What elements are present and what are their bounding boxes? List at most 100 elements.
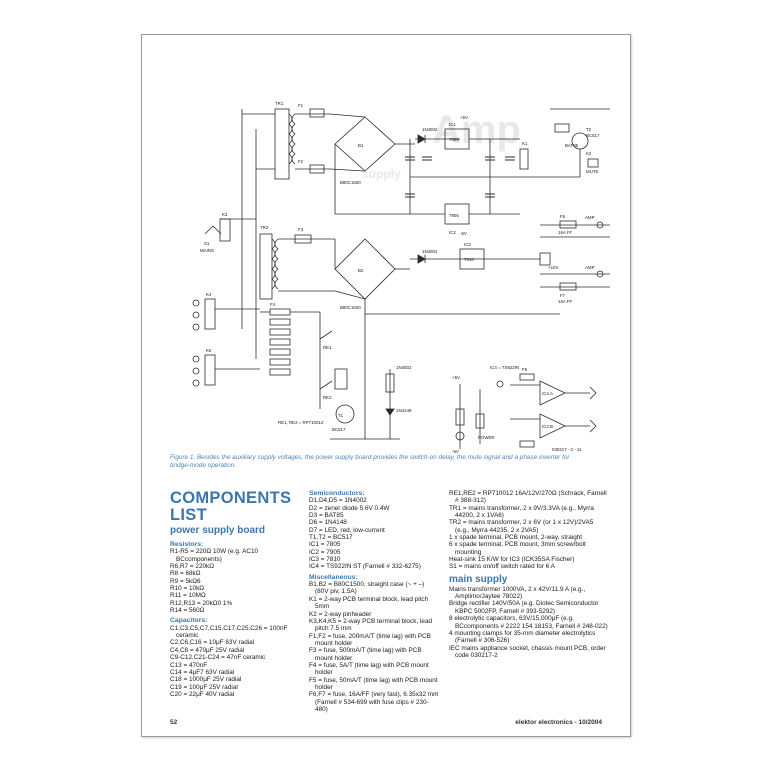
label-ic4a: IC4.A <box>542 391 553 396</box>
label-power: POWER <box>478 435 495 440</box>
section-heading-resistors: Resistors: <box>170 541 204 548</box>
label-ic3: IC3 <box>464 242 471 247</box>
section-heading-capacitors: Capacitors: <box>170 617 208 625</box>
label-b2: B2 <box>358 268 364 273</box>
svg-text:supply: supply <box>362 167 401 181</box>
list-item: TR1 = mains transformer, 2 x 9V/3.3VA (e… <box>449 504 594 520</box>
label-k3: K3 <box>222 212 228 217</box>
label-re1: RE1 <box>323 345 332 350</box>
list-item: F3 = fuse, 500mA/T (time lag) with PCB m… <box>309 647 422 662</box>
magazine-page: Amp supply <box>141 34 631 737</box>
label-re2: RE2 <box>323 395 332 400</box>
list-item: R11 = 10MΩ <box>170 592 206 600</box>
label-op-plus5: +5V <box>452 375 460 380</box>
list-item: K2 = 2-way pinheader <box>309 610 372 618</box>
list-item: 1 x spade terminal, PCB mount, 2-way, st… <box>449 534 583 542</box>
label-ic4-note: IC4 = TS922IN <box>490 365 519 370</box>
list-item: F4 = fuse, 5A/T (time lag) with PCB moun… <box>309 661 429 677</box>
figure-caption: Figure 1. Besides the auxiliary supply v… <box>170 454 570 469</box>
list-item: TR2 = mains transformer, 2 x 6V (or 1 x … <box>449 519 594 534</box>
list-item: R14 = 560Ω <box>170 607 205 615</box>
label-plus10: +10V <box>548 265 558 270</box>
list-item: IEC mains appliance socket, chassis moun… <box>449 644 606 659</box>
label-b1: B1 <box>358 143 364 148</box>
label-fuse-rating-2: 16A FF <box>558 299 572 304</box>
label-b2-type: B80C1500 <box>340 305 361 310</box>
svg-text:Amp: Amp <box>432 108 521 152</box>
components-column-2: Semiconductors: D1,D4,D5 = 1N4002 D2 = z… <box>309 490 439 713</box>
label-f2: F2 <box>298 159 304 164</box>
label-d1: 1N4002 <box>422 127 438 132</box>
label-t1: T1 <box>338 413 344 418</box>
label-k4: K4 <box>206 292 212 297</box>
list-item: S1 = mains on/off switch rated for 6 A <box>449 563 555 571</box>
circuit-schematic: TR1 TR2 B1 B2 B80C1500 B80C1500 IC1 7805… <box>192 101 610 454</box>
list-item: IC4 = TS922IN ST (Farnell # 332-6275) <box>309 563 421 571</box>
label-s1: S1 <box>204 241 210 246</box>
section-heading-semiconductors: Semiconductors: <box>309 490 365 497</box>
label-f1: F1 <box>298 103 304 108</box>
list-item: D1,D4,D5 = 1N4002 <box>309 497 367 505</box>
label-d3: BAT85 <box>565 143 579 148</box>
list-item: C13 = 470nF <box>170 661 208 669</box>
list-item: Heat-sink 15 K/W for IC3 (ICK35SA Fische… <box>449 556 575 564</box>
list-item: C4,C8 = 470μF 25V radial <box>170 646 245 654</box>
magazine-issue: elektor electronics - 10/2004 <box>515 719 602 726</box>
label-amp-1: AMP <box>585 215 595 220</box>
list-item: D6 = 1N4148 <box>309 519 347 527</box>
section-heading-main-supply: main supply <box>449 573 508 585</box>
section-heading-miscellaneous: Miscellaneous: <box>309 573 358 581</box>
components-list-subtitle: power supply board <box>170 525 266 536</box>
list-item: C1,C3,C5,C7,C15,C17,C25,C26 = 100nF cera… <box>170 624 288 640</box>
list-item: R1-R5 = 220Ω 10W (e.g. AC10 BCcomponents… <box>170 548 259 563</box>
list-item: 4 mounting clamps for 35-mm diameter ele… <box>449 629 596 645</box>
list-item: K3,K4,K5 = 2-way PCB terminal block, lea… <box>309 617 433 633</box>
label-ic4b: IC4.B <box>542 424 553 429</box>
list-item: IC3 = 7810 <box>309 556 341 564</box>
list-item: D2 = zener diode 5.6V 0.4W <box>309 504 390 512</box>
list-item: 8 electrolytic capacitors, 63V/15,000μF … <box>449 615 608 630</box>
label-drawing-code: 030217 - 2 - 11 <box>552 447 582 452</box>
label-k1: K1 <box>522 141 528 146</box>
label-f5: F5 <box>522 367 528 372</box>
list-item: R6,R7 = 220kΩ <box>170 563 215 571</box>
label-fuse-rating-1: 16A FF <box>558 230 572 235</box>
label-ic2-type: 7905 <box>449 213 459 218</box>
list-item: K1 = 2-way PCB terminal block, lead pitc… <box>309 595 429 611</box>
page-number: 52 <box>170 719 178 726</box>
list-item: R9 = 5kΩ6 <box>170 577 201 585</box>
components-list-title: COMPONENTS LIST <box>170 489 292 524</box>
label-f7: F7 <box>560 293 566 298</box>
list-item: F1,F2 = fuse, 200mA/T (time lag) with PC… <box>309 632 431 647</box>
list-item: C19 = 100μF 25V radial <box>170 683 238 691</box>
label-relay-type: RE1, RE2 = RP710012 <box>278 420 324 425</box>
label-ic2: IC2 <box>449 230 456 235</box>
list-item: C20 = 22μF 40V radial <box>170 690 235 698</box>
list-item: RE1,RE2 = RP710012 16A/12V/270Ω (Schrack… <box>449 490 607 505</box>
label-plus5: +5V <box>460 115 468 120</box>
label-tr2: TR2 <box>260 225 269 230</box>
list-item: R10 = 10kΩ <box>170 585 205 593</box>
list-item: D7 = LED, red, low-current <box>309 526 385 534</box>
label-d6: 1N4148 <box>396 408 412 413</box>
bleed-through-watermark: Amp supply <box>362 108 521 181</box>
label-tr1: TR1 <box>275 101 284 106</box>
label-mains: MAINS <box>200 248 214 253</box>
list-item: Mains transformer 1000VA, 2 x 42V/11.9 A… <box>449 585 586 601</box>
list-item: T1,T2 = BC517 <box>309 534 353 542</box>
label-t2-type: BC517 <box>586 133 600 138</box>
label-op-minus5: -5V <box>452 449 459 454</box>
list-item: R12,R13 = 20kΩ0 1% <box>170 599 233 607</box>
label-f4: F4 <box>270 302 276 307</box>
label-d5: 1N4002 <box>396 365 412 370</box>
components-column-3: RE1,RE2 = RP710012 16A/12V/270Ω (Schrack… <box>449 490 609 659</box>
label-ic3-type: 7810 <box>464 257 474 262</box>
list-item: F6,F7 = fuse, 16A/FF (very fast), 6.35x3… <box>309 691 439 713</box>
list-item: C9-C12,C21-C24 = 47nF ceramic <box>170 654 266 662</box>
list-item: Bridge rectifier 140V/50A (e.g. Diotec S… <box>449 600 599 615</box>
list-item: B1,B2 = B80C1500, straight case (~ + –) … <box>309 581 425 596</box>
list-item: F5 = fuse, 50mA/T (time lag) with PCB mo… <box>309 676 438 691</box>
list-item: C14 = 4μF7 63V radial <box>170 668 235 676</box>
label-ic1-type: 7805 <box>449 137 459 142</box>
list-item: D3 = BAT85 <box>309 512 344 520</box>
